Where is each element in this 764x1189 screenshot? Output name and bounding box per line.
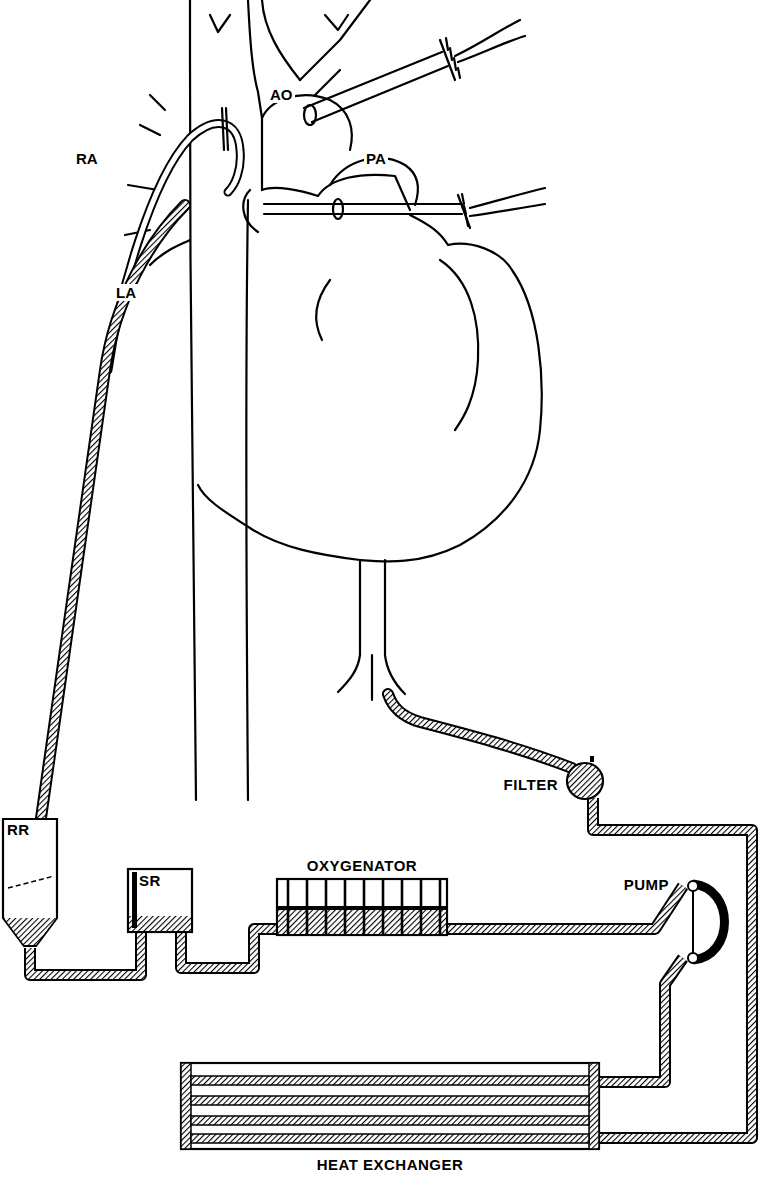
node-label: HEAT EXCHANGER <box>315 1156 466 1173</box>
heat-exchanger: HEAT EXCHANGER <box>180 1062 600 1150</box>
anatomy-label: PA <box>364 150 388 167</box>
node-shape <box>180 1062 600 1150</box>
node-label: SR <box>137 872 163 889</box>
tubing-line <box>593 798 752 1138</box>
node-label: RR <box>5 821 32 838</box>
recovery-reservoir: RR <box>2 818 58 948</box>
tube-outline <box>30 933 141 975</box>
tube-fill <box>600 958 683 1082</box>
node-shape <box>566 762 604 800</box>
storage-reservoir: SR <box>127 868 193 933</box>
node-shape <box>276 878 448 936</box>
node-label: OXYGENATOR <box>305 857 419 874</box>
tube-fill <box>181 929 276 968</box>
tube-outline <box>600 958 683 1082</box>
tube-outline <box>593 798 752 1138</box>
roller-pump: PUMP <box>683 878 728 966</box>
anatomy-label: AO <box>268 86 295 103</box>
oxygenator-box: OXYGENATOR <box>276 878 448 936</box>
anatomy-label: RA <box>74 150 100 167</box>
tubing-line <box>181 929 276 968</box>
node-label: FILTER <box>502 776 560 793</box>
tube-fill <box>30 933 141 975</box>
filter-circle: FILTER <box>566 762 604 800</box>
node-shape <box>683 878 728 966</box>
tube-fill <box>593 798 752 1138</box>
tubing-line <box>30 933 141 975</box>
node-label: PUMP <box>622 876 671 893</box>
tube-outline <box>181 929 276 968</box>
anatomy-label: LA <box>114 284 138 301</box>
tubing-line <box>600 958 683 1082</box>
